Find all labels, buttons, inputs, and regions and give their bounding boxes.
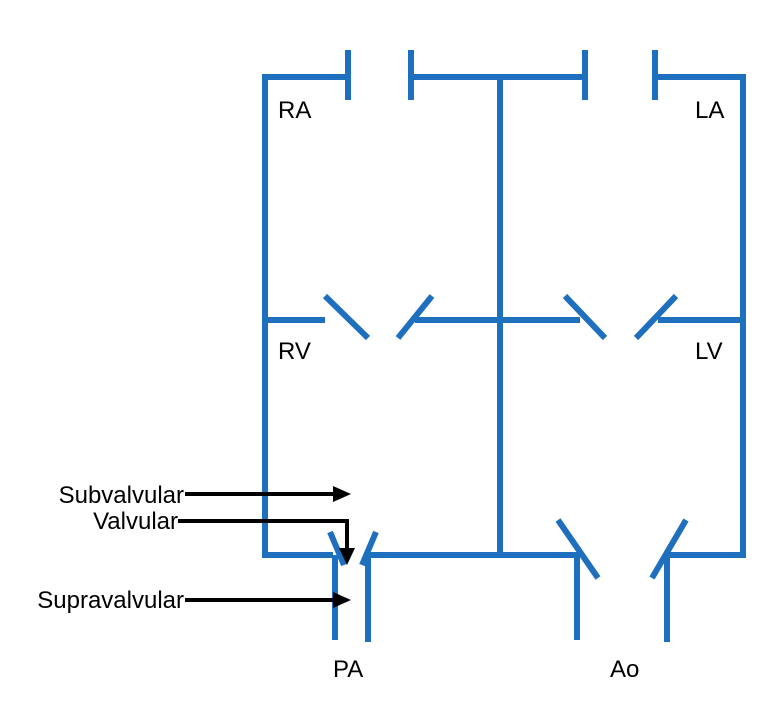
left-outer-wall — [655, 74, 746, 558]
lv-label: LV — [695, 338, 723, 365]
valvular-arrowhead — [339, 548, 355, 565]
valvular-label: Valvular — [93, 508, 178, 535]
ao-label: Ao — [610, 656, 639, 683]
supravalvular-label: Supravalvular — [37, 587, 184, 614]
valvular-arrow — [178, 519, 349, 551]
pulmonary-leaflet-right — [359, 530, 379, 567]
heart-walls — [262, 50, 746, 642]
aortic-leaflet-left — [555, 518, 601, 580]
pulmonary-leaflet-left — [327, 530, 347, 567]
la-label: LA — [695, 97, 724, 124]
mitral-leaflet-right — [633, 293, 679, 341]
right-outer-wall — [262, 74, 348, 558]
pa-label: PA — [333, 656, 363, 683]
mitral-leaflet-left — [562, 293, 608, 341]
subvalvular-arrowhead — [333, 486, 351, 502]
stenosis-arrows — [178, 486, 355, 608]
tricuspid-leaflet-left — [322, 293, 371, 341]
rv-label: RV — [278, 338, 311, 365]
supravalvular-arrowhead — [333, 592, 351, 608]
ra-label: RA — [278, 97, 311, 124]
subvalvular-label: Subvalvular — [59, 482, 184, 509]
aortic-leaflet-right — [649, 518, 689, 580]
labels: RA LA RV LV PA Ao Subvalvular Valvular S… — [37, 97, 724, 683]
